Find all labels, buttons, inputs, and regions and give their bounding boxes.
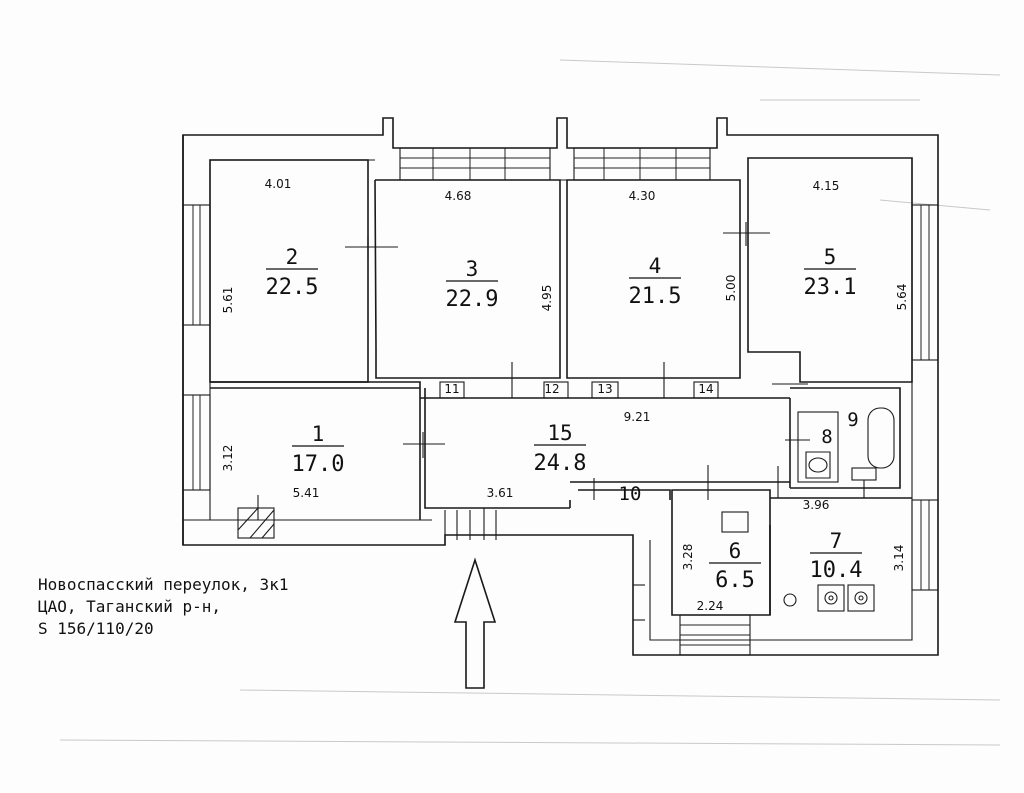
small-room-12: 12: [544, 382, 559, 396]
address-line-3: S 156/110/20: [38, 619, 154, 638]
dimension-label: 5.00: [724, 275, 738, 302]
room-area: 21.5: [629, 284, 682, 309]
room-number: 6: [729, 539, 742, 563]
small-room-14: 14: [698, 382, 713, 396]
dimension-label: 3.14: [892, 545, 906, 572]
room-15: 15 24.8: [534, 421, 587, 476]
dimension-label: 3.61: [487, 486, 514, 500]
dimension-labels: 4.01 4.68 4.30 4.15 5.61 4.95 5.00 5.64 9.21 3.12…: [221, 177, 909, 613]
bathroom-fixtures: [805, 407, 895, 498]
room-number: 4: [649, 254, 662, 278]
dimension-label: 5.41: [293, 486, 320, 500]
dimension-label: 3.12: [221, 445, 235, 472]
room-area: 22.5: [266, 275, 319, 300]
dimension-label: 5.61: [221, 287, 235, 314]
dimension-label: 3.28: [681, 544, 695, 571]
room-6: 66.5: [709, 539, 761, 593]
room-7: 710.4: [810, 529, 863, 583]
room-area: 10.4: [810, 558, 863, 583]
dimension-label: 4.15: [813, 179, 840, 193]
windows-bottom: [679, 614, 751, 656]
entrance-marks: [237, 495, 645, 621]
dimension-label: 4.95: [540, 285, 554, 312]
room-number: 2: [286, 245, 299, 269]
stove-icon: [783, 584, 875, 612]
interior-walls: [209, 157, 913, 616]
room-2: 222.5: [266, 245, 319, 300]
door-marks: [345, 222, 822, 500]
room-area: 23.1: [804, 275, 857, 300]
address-line-1: Новоспасский переулок, 3к1: [38, 575, 289, 594]
address-line-2: ЦАО, Таганский р-н,: [38, 597, 222, 616]
room-area: 22.9: [446, 287, 499, 312]
small-room-10: 10: [619, 483, 642, 505]
address-block: Новоспасский переулок, 3к1 ЦАО, Тагански…: [38, 574, 288, 640]
room-4: 421.5: [629, 254, 682, 309]
room-area: 6.5: [715, 568, 755, 593]
dimension-label: 4.68: [445, 189, 472, 203]
dimension-label: 3.96: [803, 498, 830, 512]
windows-top: [399, 147, 711, 181]
dimension-label: 4.30: [629, 189, 656, 203]
dimension-label: 4.01: [265, 177, 292, 191]
dimension-label: 9.21: [624, 410, 651, 424]
room-area: 24.8: [534, 451, 587, 476]
room-number: 7: [830, 529, 843, 553]
small-room-13: 13: [597, 382, 612, 396]
room-1: 117.0: [292, 422, 345, 477]
windows-right: [911, 204, 939, 591]
room-5: 523.1: [804, 245, 857, 300]
room-number: 1: [312, 422, 325, 446]
entrance-arrow-icon: [453, 557, 497, 689]
small-room-8: 8: [821, 426, 832, 448]
room-number: 15: [547, 421, 572, 445]
room-area: 17.0: [292, 452, 345, 477]
room-number: 5: [824, 245, 837, 269]
small-room-9: 9: [847, 409, 858, 431]
room-number: 3: [466, 257, 479, 281]
small-room-11: 11: [444, 382, 459, 396]
room-3: 322.9: [446, 257, 499, 312]
background-bleed: [59, 59, 1001, 746]
dimension-label: 2.24: [697, 599, 724, 613]
windows-left: [182, 204, 211, 491]
small-room-labels: 89 10 11 12 13 14: [444, 382, 858, 505]
dimension-label: 5.64: [895, 284, 909, 311]
